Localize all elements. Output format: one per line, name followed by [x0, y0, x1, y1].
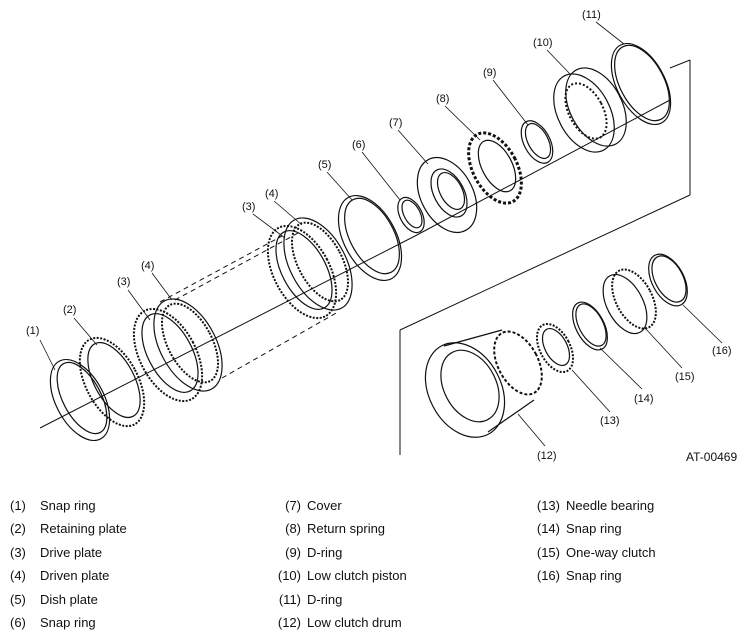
legend-number: (15) [536, 544, 560, 560]
legend-row: (5) Dish plate [10, 588, 127, 611]
part-9-d-ring [520, 120, 554, 164]
legend-number: (5) [10, 591, 26, 607]
legend-row: (11) D-ring [265, 588, 407, 611]
legend-part-name: Low clutch piston [307, 568, 407, 584]
legend-row: (7) Cover [265, 494, 407, 517]
legend-part-name: Snap ring [566, 521, 622, 537]
legend-row: (15) One-way clutch [524, 541, 656, 564]
part-11-d-ring [610, 42, 672, 126]
part-10-low-clutch-piston [553, 67, 627, 153]
legend-part-name: D-ring [307, 591, 343, 607]
legend-part-name: Driven plate [40, 568, 110, 584]
legend-number: (10) [277, 568, 301, 584]
legend-part-name: Return spring [307, 521, 386, 537]
callout-label: (1) [26, 325, 39, 337]
legend-number: (3) [10, 544, 26, 560]
callout-label: (3) [117, 276, 130, 288]
legend-row: (9) D-ring [265, 541, 407, 564]
legend-number: (6) [10, 615, 26, 631]
legend-number: (14) [536, 521, 560, 537]
legend-row: (4) Driven plate [10, 564, 127, 587]
legend-part-name: Needle bearing [566, 498, 655, 513]
callout-label: (10) [533, 37, 553, 49]
legend-row: (6) Snap ring [10, 611, 127, 634]
legend-number: (16) [536, 568, 560, 584]
legend-row: (8) Return spring [265, 517, 407, 540]
legend-row: (13) Needle bearing [524, 494, 656, 517]
legend-number: (13) [536, 498, 560, 513]
legend-column-2: (7) Cover (8) Return spring (9) D-ring (10)… [265, 494, 407, 634]
figure-id: AT-00469 [686, 450, 737, 464]
legend-part-name: Dish plate [40, 591, 98, 607]
legend-row: (1) Snap ring [10, 494, 127, 517]
plate-stack-outline [159, 231, 339, 379]
part-7-cover [416, 157, 478, 233]
callout-label: (8) [436, 93, 449, 105]
callout-label: (7) [389, 117, 402, 129]
callout-label: (9) [483, 67, 496, 79]
callout-label: (4) [141, 260, 154, 272]
legend-number: (7) [285, 498, 301, 513]
part-15-one-way-clutch [602, 268, 657, 335]
legend-part-name: Snap ring [566, 568, 622, 584]
legend-number: (1) [10, 498, 26, 513]
part-5-dish-plate [337, 194, 403, 282]
exploded-parts-diagram: (1) (2) (3) (4) (3) (4) (5) (6) (7) (8) … [26, 9, 737, 464]
part-4-driven-plate-rear [283, 217, 353, 311]
legend-part-name: Drive plate [40, 544, 103, 560]
legend-row: (12) Low clutch drum [265, 611, 407, 634]
part-12-low-clutch-drum [424, 329, 543, 438]
legend-column-3: (13) Needle bearing (14) Snap ring (15) One… [524, 494, 656, 588]
callout-label: (5) [318, 159, 331, 171]
callout-label: (14) [634, 393, 654, 405]
callout-label: (2) [63, 304, 76, 316]
legend-row: (3) Drive plate [10, 541, 127, 564]
legend-number: (4) [10, 568, 26, 584]
callout-label: (13) [600, 415, 620, 427]
legend-part-name: Cover [307, 498, 342, 513]
part-13-needle-bearing [535, 322, 575, 374]
callout-label: (12) [537, 450, 557, 462]
legend-part-name: One-way clutch [566, 544, 656, 560]
legend-row: (10) Low clutch piston [265, 564, 407, 587]
callout-label: (3) [242, 201, 255, 213]
part-3-drive-plate-front [132, 307, 204, 403]
callout-label: (6) [352, 139, 365, 151]
legend-number: (2) [10, 521, 26, 537]
part-16-snap-ring [648, 253, 688, 307]
part-6-snap-ring [397, 196, 425, 234]
callout-label: (4) [265, 188, 278, 200]
legend-number: (11) [278, 591, 301, 607]
part-14-snap-ring [572, 301, 608, 351]
legend-part-name: Snap ring [40, 498, 96, 513]
legend-number: (9) [285, 544, 301, 560]
callout-labels: (1) (2) (3) (4) (3) (4) (5) (6) (7) (8) … [26, 9, 732, 462]
callout-leader-lines [39, 21, 723, 447]
legend-number: (8) [285, 521, 301, 537]
assembly-axis-lines [39, 59, 691, 455]
callout-label: (11) [582, 9, 601, 21]
callout-label: (15) [675, 371, 695, 383]
legend-row: (16) Snap ring [524, 564, 656, 587]
legend-number: (12) [277, 615, 301, 631]
part-4-driven-plate-front [153, 298, 223, 392]
legend-part-name: D-ring [307, 544, 343, 560]
part-3-drive-plate-rear [266, 224, 338, 320]
legend-row: (2) Retaining plate [10, 517, 127, 540]
legend-row: (14) Snap ring [524, 517, 656, 540]
legend-part-name: Retaining plate [40, 521, 127, 537]
part-8-return-spring [467, 131, 523, 205]
legend-column-1: (1) Snap ring (2) Retaining plate (3) Drive… [10, 494, 127, 634]
legend-part-name: Snap ring [40, 615, 96, 631]
legend-part-name: Low clutch drum [307, 615, 402, 631]
part-1-snap-ring [49, 358, 111, 442]
part-2-retaining-plate [78, 336, 146, 428]
callout-label: (16) [712, 345, 732, 357]
